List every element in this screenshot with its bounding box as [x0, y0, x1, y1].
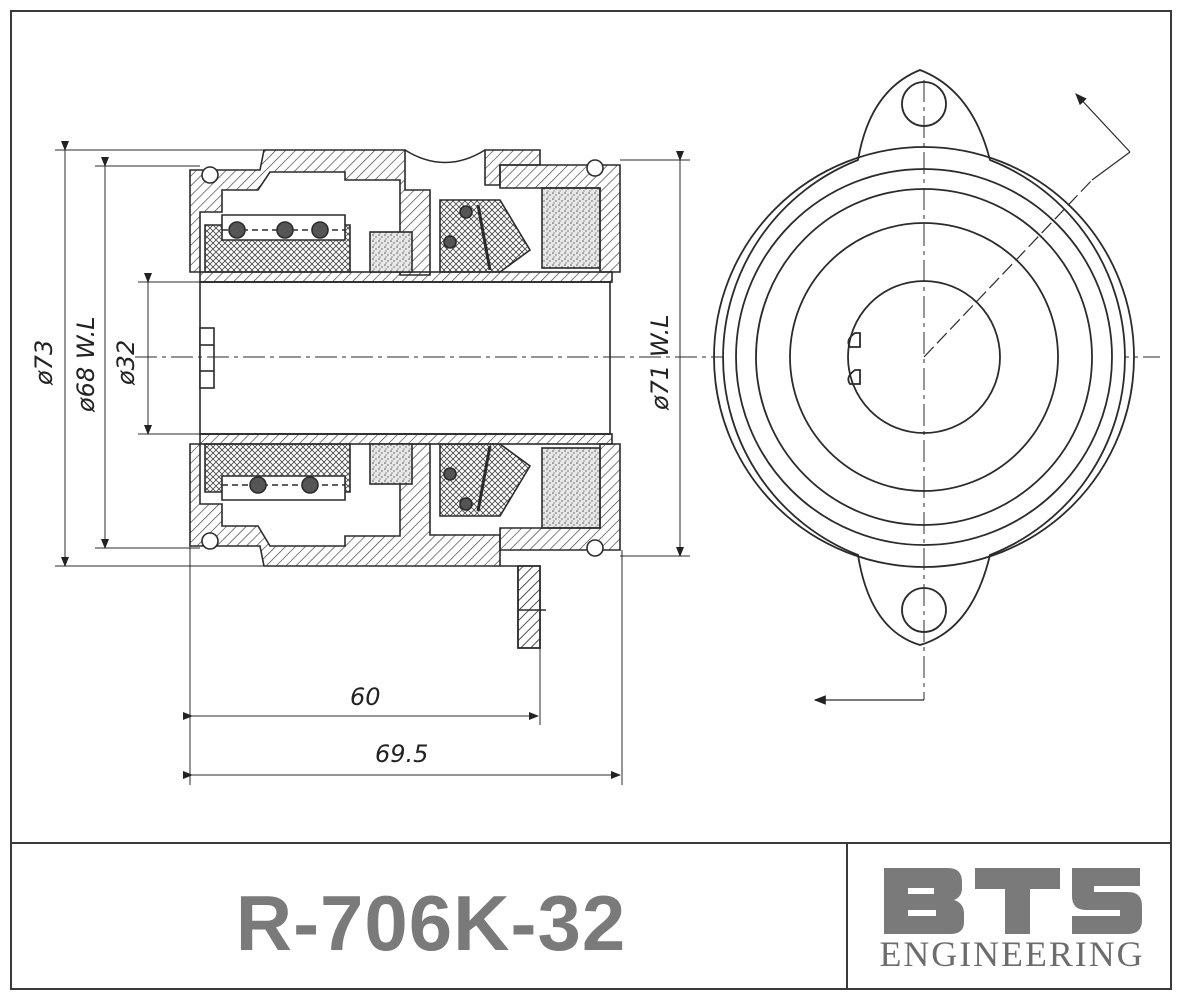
part-number: R-706K-32 [235, 878, 627, 967]
end-view [713, 69, 1135, 705]
o-ring [586, 159, 604, 177]
o-ring [459, 497, 473, 511]
dimension-d68: ø68 W.L [72, 316, 100, 413]
brand-subtitle: ENGINEERING [880, 934, 1145, 974]
dimension-d73: ø73 [30, 340, 58, 386]
o-ring [459, 205, 473, 219]
spring-ball [228, 221, 246, 239]
spring-ball [276, 221, 294, 239]
dimension-len60: 60 [350, 683, 381, 711]
flange-outline [722, 69, 1126, 646]
section-view [55, 141, 1160, 785]
dimension-d32: ø32 [112, 340, 140, 386]
mounting-lug [517, 565, 541, 649]
spring-ball [311, 221, 329, 239]
drive-slot [199, 327, 215, 389]
dimension-d71: ø71 W.L [646, 314, 674, 411]
o-ring [586, 539, 604, 557]
spring-ball [249, 476, 267, 494]
seal-face-lower-right [541, 447, 601, 529]
o-ring [201, 166, 219, 184]
o-ring [201, 532, 219, 550]
sleeve-lower-wall [199, 433, 613, 445]
brand-logo: ENGINEERING [880, 868, 1145, 974]
seal-face-lower-left [369, 443, 413, 485]
end-cover-upper [499, 164, 621, 273]
end-cover-lower [499, 443, 621, 551]
dimension-len69: 69.5 [375, 740, 428, 768]
seal-face-upper-left [369, 231, 413, 273]
sleeve-bore [199, 281, 611, 435]
seal-face-upper-right [541, 187, 601, 269]
o-ring [443, 235, 457, 249]
o-ring [443, 467, 457, 481]
spring-ball [301, 476, 319, 494]
